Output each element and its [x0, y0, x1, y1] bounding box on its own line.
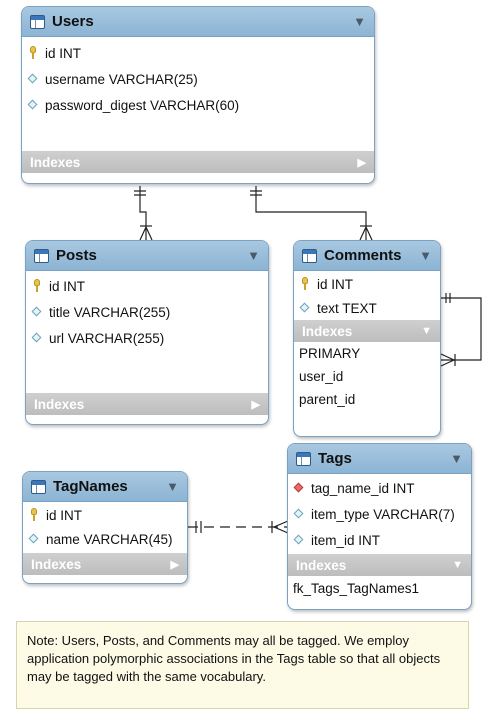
- indexes-label: Indexes: [31, 556, 82, 572]
- column-label: item_id INT: [311, 532, 381, 548]
- column-diamond-icon: [27, 72, 39, 86]
- table-posts[interactable]: Posts ▼ id INT title VARCHAR(255) url VA…: [25, 240, 269, 425]
- table-icon: [31, 479, 46, 494]
- column-label: username VARCHAR(25): [45, 71, 198, 87]
- table-name: Tags: [318, 450, 352, 467]
- table-tagnames[interactable]: TagNames ▼ id INT name VARCHAR(45) Index…: [22, 471, 188, 584]
- column-row[interactable]: title VARCHAR(255): [26, 299, 268, 325]
- column-row[interactable]: password_digest VARCHAR(60): [22, 92, 374, 118]
- expand-arrow-icon[interactable]: ▶: [170, 558, 179, 571]
- column-label: id INT: [317, 276, 354, 292]
- rel-tagnames-tags: [188, 520, 289, 534]
- note-text: Note: Users, Posts, and Comments may all…: [27, 633, 441, 684]
- column-row[interactable]: username VARCHAR(25): [22, 66, 374, 92]
- note-box: Note: Users, Posts, and Comments may all…: [16, 621, 469, 709]
- index-row[interactable]: user_id: [299, 369, 344, 384]
- column-row[interactable]: text TEXT: [294, 296, 440, 320]
- rel-users-comments: [250, 186, 373, 241]
- expand-arrow-icon[interactable]: ▶: [357, 156, 366, 169]
- table-header[interactable]: Tags ▼: [288, 444, 471, 474]
- column-diamond-icon: [293, 507, 305, 521]
- rel-users-posts: [134, 186, 153, 241]
- column-label: tag_name_id INT: [311, 480, 415, 496]
- table-name: TagNames: [53, 478, 128, 495]
- column-diamond-icon: [299, 301, 311, 315]
- table-icon: [296, 451, 311, 466]
- column-diamond-icon: [31, 305, 43, 319]
- column-label: password_digest VARCHAR(60): [45, 97, 240, 113]
- indexes-bar[interactable]: Indexes ▶: [26, 393, 268, 415]
- column-label: title VARCHAR(255): [49, 304, 171, 320]
- table-name: Comments: [324, 247, 402, 264]
- indexes-label: Indexes: [30, 154, 81, 170]
- column-label: id INT: [45, 45, 82, 61]
- table-icon: [302, 248, 317, 263]
- table-icon: [30, 14, 45, 29]
- index-row[interactable]: fk_Tags_TagNames1: [293, 581, 420, 596]
- expand-arrow-icon[interactable]: ▶: [251, 398, 260, 411]
- collapse-arrow-icon[interactable]: ▼: [421, 325, 432, 337]
- primary-key-icon: [28, 508, 40, 522]
- primary-key-icon: [27, 46, 39, 60]
- indexes-bar[interactable]: Indexes ▼: [294, 320, 440, 342]
- collapse-triangle-icon[interactable]: ▼: [353, 14, 366, 29]
- table-tags[interactable]: Tags ▼ tag_name_id INT item_type VARCHAR…: [287, 443, 472, 610]
- column-row[interactable]: id INT: [294, 272, 440, 296]
- column-diamond-icon: [27, 98, 39, 112]
- collapse-triangle-icon[interactable]: ▼: [450, 451, 463, 466]
- collapse-triangle-icon[interactable]: ▼: [166, 479, 179, 494]
- index-row[interactable]: parent_id: [299, 392, 356, 407]
- table-header[interactable]: Users ▼: [22, 7, 374, 37]
- column-diamond-icon: [293, 533, 305, 547]
- collapse-triangle-icon[interactable]: ▼: [419, 248, 432, 263]
- table-comments[interactable]: Comments ▼ id INT text TEXT Indexes ▼ PR…: [293, 240, 441, 437]
- indexes-bar[interactable]: Indexes ▶: [23, 553, 187, 575]
- table-header[interactable]: TagNames ▼: [23, 472, 187, 502]
- table-users[interactable]: Users ▼ id INT username VARCHAR(25) pass…: [21, 6, 375, 184]
- column-row[interactable]: url VARCHAR(255): [26, 325, 268, 351]
- column-row[interactable]: id INT: [26, 273, 268, 299]
- column-diamond-icon: [28, 532, 40, 546]
- column-label: id INT: [46, 507, 83, 523]
- column-row[interactable]: id INT: [23, 503, 187, 527]
- indexes-bar[interactable]: Indexes ▶: [22, 151, 374, 173]
- table-header[interactable]: Comments ▼: [294, 241, 440, 271]
- primary-key-icon: [299, 277, 311, 291]
- column-label: name VARCHAR(45): [46, 531, 173, 547]
- column-row[interactable]: name VARCHAR(45): [23, 527, 187, 551]
- column-row[interactable]: item_id INT: [288, 527, 471, 553]
- table-header[interactable]: Posts ▼: [26, 241, 268, 271]
- collapse-triangle-icon[interactable]: ▼: [247, 248, 260, 263]
- primary-key-icon: [31, 279, 43, 293]
- column-label: url VARCHAR(255): [49, 330, 165, 346]
- column-row[interactable]: item_type VARCHAR(7): [288, 501, 471, 527]
- indexes-label: Indexes: [302, 323, 353, 339]
- column-label: id INT: [49, 278, 86, 294]
- column-label: text TEXT: [317, 300, 377, 316]
- column-row[interactable]: tag_name_id INT: [288, 475, 471, 501]
- column-row[interactable]: id INT: [22, 40, 374, 66]
- indexes-bar[interactable]: Indexes ▼: [288, 554, 471, 576]
- indexes-label: Indexes: [34, 396, 85, 412]
- column-diamond-icon: [31, 331, 43, 345]
- rel-comments-self: [440, 293, 482, 367]
- index-row[interactable]: PRIMARY: [299, 346, 361, 361]
- indexes-label: Indexes: [296, 557, 347, 573]
- table-icon: [34, 248, 49, 263]
- table-name: Users: [52, 13, 94, 30]
- column-label: item_type VARCHAR(7): [311, 506, 455, 522]
- table-name: Posts: [56, 247, 97, 264]
- collapse-arrow-icon[interactable]: ▼: [452, 559, 463, 571]
- foreign-key-icon: [293, 481, 305, 495]
